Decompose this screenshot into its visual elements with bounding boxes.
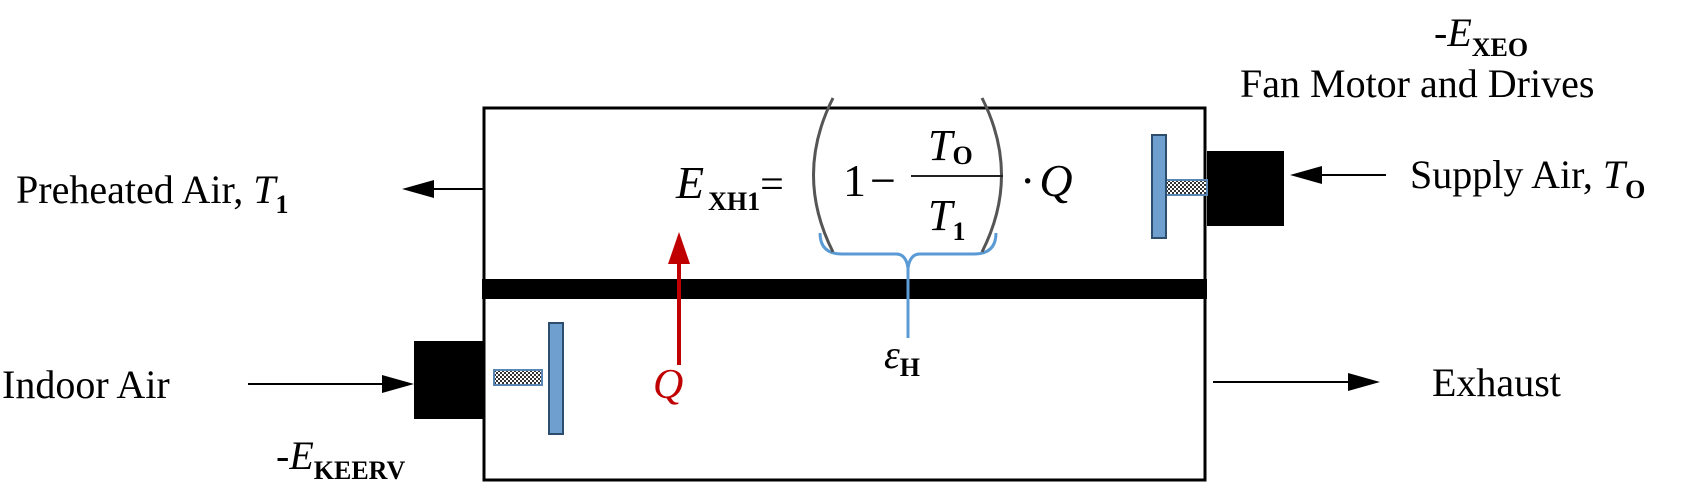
exhaust-label: Exhaust (1432, 360, 1561, 405)
supply-fan-blade (1151, 134, 1167, 239)
indoor-air-arrow (248, 375, 414, 393)
supply-fan-motor (1207, 151, 1284, 226)
exhaust-arrow (1213, 373, 1380, 391)
fan-energy-top-label: -EXEO (1434, 10, 1528, 62)
heat-flow-arrow (668, 232, 690, 365)
effectiveness-label: εH (884, 332, 920, 382)
supply-fan-shaft (1164, 179, 1208, 196)
equation-left-paren (812, 97, 835, 253)
exhaust-fan-shaft (493, 369, 543, 386)
exhaust-fan-blade (548, 322, 564, 435)
equation-rhs: ·Q (1020, 155, 1073, 206)
equation-denominator: T1 (928, 191, 965, 246)
fan-energy-bottom-label: -EKEERV (276, 433, 406, 485)
effectiveness-brace (818, 232, 998, 286)
heat-exchange-plate (482, 279, 1207, 299)
equation-one-minus: 1− (843, 155, 896, 206)
supply-air-arrow (1290, 166, 1386, 184)
preheated-air-label: Preheated Air, T1 (16, 167, 288, 219)
indoor-air-label: Indoor Air (2, 362, 170, 407)
supply-air-label: Supply Air, TO (1410, 152, 1645, 204)
equation-numerator: TO (928, 121, 973, 170)
exhaust-fan-motor (414, 341, 485, 419)
heat-flow-label: Q (653, 362, 683, 408)
fan-motor-label: Fan Motor and Drives (1240, 61, 1594, 106)
preheated-air-arrow (402, 180, 484, 198)
